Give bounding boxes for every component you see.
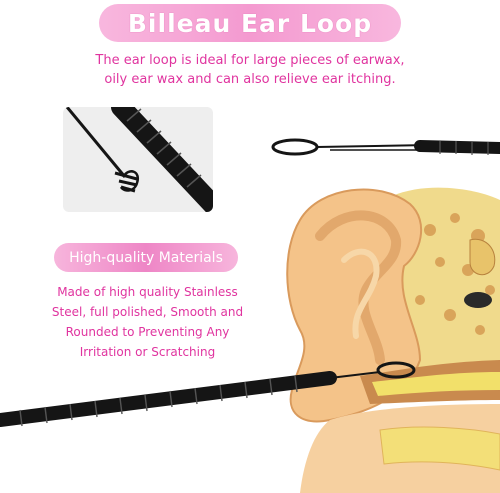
product-title: Billeau Ear Loop <box>127 8 373 38</box>
intro-line-2: oily ear wax and can also relieve ear it… <box>104 72 396 87</box>
materials-line-1: Made of high quality Stainless <box>57 285 238 299</box>
tool-closeup-drawing <box>65 107 213 212</box>
materials-line-2: Steel, full polished, Smooth and <box>51 305 244 319</box>
ear-loop-tool-top <box>271 138 500 156</box>
materials-line-3: Rounded to Preventing Any <box>65 325 230 339</box>
title-banner: Billeau Ear Loop <box>99 4 401 42</box>
ear-loop-tool-bottom <box>0 361 416 427</box>
materials-description: Made of high quality Stainless Steel, fu… <box>35 282 260 362</box>
intro-description: The ear loop is ideal for large pieces o… <box>20 51 480 89</box>
intro-line-1: The ear loop is ideal for large pieces o… <box>95 53 405 68</box>
tool-closeup-image <box>63 107 213 212</box>
materials-line-4: Irritation or Scratching <box>79 345 216 359</box>
materials-heading: High-quality Materials <box>69 249 223 266</box>
materials-heading-badge: High-quality Materials <box>54 243 238 272</box>
